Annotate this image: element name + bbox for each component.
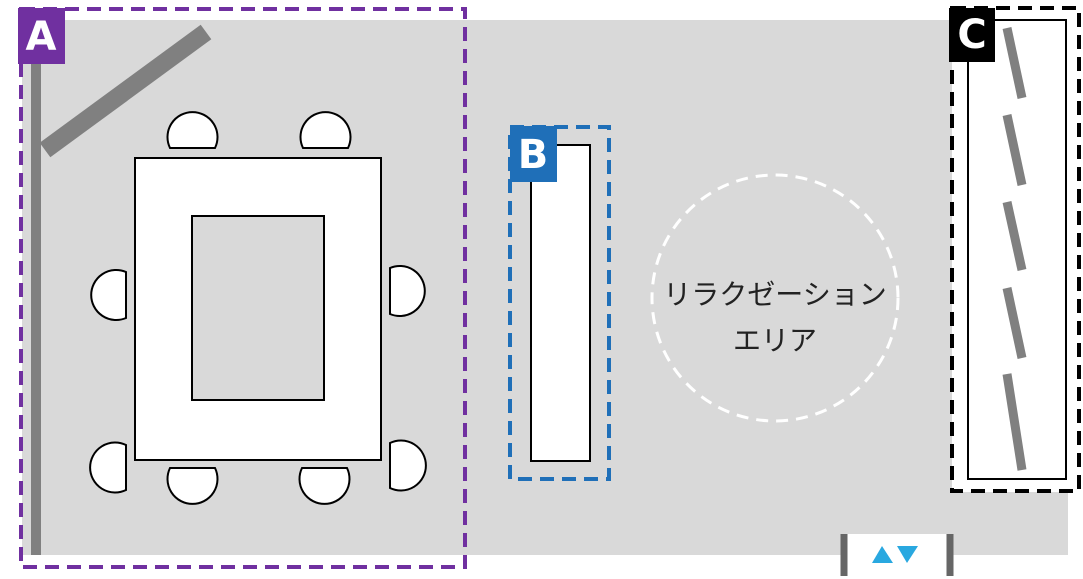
cabinet-door	[1002, 287, 1027, 359]
triangle-down-icon	[897, 546, 918, 563]
triangle-up-icon	[872, 546, 893, 563]
chairs	[89, 111, 427, 505]
chair-icon	[89, 441, 127, 494]
cabinet-door	[1002, 373, 1027, 471]
zone-c-badge	[949, 8, 995, 62]
zone-a: A	[18, 7, 467, 569]
zone-b-boundary	[508, 125, 611, 481]
chair-icon	[299, 111, 352, 149]
relaxation-area-label-line2: エリア	[733, 324, 817, 357]
cabinet-doors	[1002, 27, 1027, 471]
table-inner	[191, 215, 325, 401]
zone-a-badge	[18, 8, 65, 64]
zone-c-boundary	[950, 6, 1081, 493]
zone-b-badge	[510, 126, 557, 182]
relaxation-area-label-line1: リラクゼーション	[663, 278, 886, 311]
zone-c-label: C	[957, 12, 986, 58]
relaxation-area-circle	[650, 173, 900, 423]
meeting-table	[134, 157, 382, 461]
relaxation-area: リラクゼーション エリア	[650, 173, 900, 423]
entrance	[840, 534, 954, 579]
diagonal-partition	[39, 24, 212, 158]
zone-a-boundary	[19, 7, 467, 569]
zone-b-label: B	[518, 132, 549, 178]
cabinet-door	[1002, 201, 1027, 271]
chair-icon	[298, 467, 351, 505]
entrance-opening	[844, 534, 950, 579]
chair-icon	[90, 269, 127, 321]
zone-c: C	[949, 6, 1081, 493]
chair-icon	[166, 111, 219, 149]
cabinet-door	[1002, 27, 1027, 99]
walls	[31, 24, 212, 555]
zone-b: B	[508, 125, 611, 481]
chair-icon	[389, 265, 426, 317]
counter	[530, 144, 591, 462]
cabinet-door	[1002, 114, 1027, 186]
zone-a-label: A	[26, 14, 57, 60]
chair-icon	[166, 467, 219, 505]
chair-icon	[389, 439, 427, 492]
